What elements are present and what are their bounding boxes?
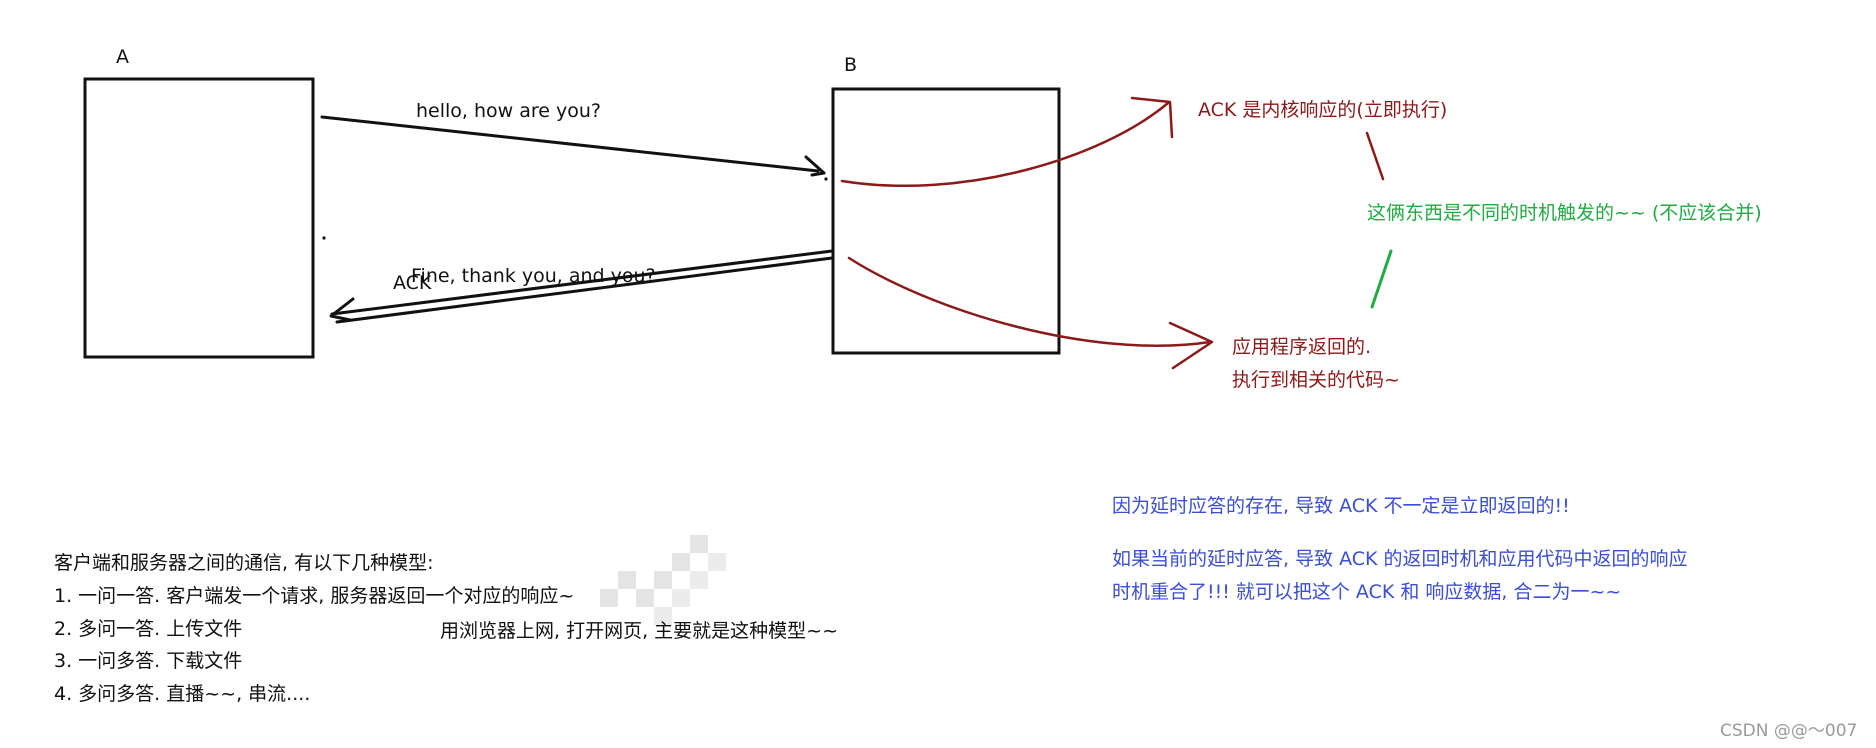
- hello-message: hello, how are you?: [416, 100, 601, 122]
- dot-mark: [824, 177, 828, 181]
- node-b-label: B: [844, 54, 858, 76]
- ack-message: ACK: [393, 272, 432, 294]
- models-item-1: 1. 一问一答. 客户端发一个请求, 服务器返回一个对应的响应~: [54, 585, 575, 607]
- dot-mark: [322, 236, 326, 240]
- fine-arrow-line: [330, 249, 834, 316]
- ack-kernel-curve: [840, 101, 1170, 188]
- app-return-curve: [847, 256, 1212, 347]
- node-a-label: A: [116, 46, 129, 68]
- green-connector-stroke: [1370, 249, 1393, 309]
- return-arrowhead: [329, 297, 355, 322]
- box-a: [83, 77, 315, 359]
- checker-artifact: [600, 535, 726, 625]
- different-triggers-note: 这俩东西是不同的时机触发的~~ (不应该合并): [1367, 202, 1762, 224]
- delayed-ack-line2: 如果当前的延时应答, 导致 ACK 的返回时机和应用代码中返回的响应: [1112, 548, 1688, 570]
- models-item-2: 2. 多问一答. 上传文件: [54, 618, 243, 640]
- box-b: [831, 87, 1061, 355]
- models-item-3: 3. 一问多答. 下载文件: [54, 650, 243, 672]
- csdn-watermark: CSDN @@～007: [1720, 721, 1858, 741]
- delayed-ack-line3: 时机重合了!!! 就可以把这个 ACK 和 响应数据, 合二为一~~: [1112, 581, 1622, 603]
- app-return-arrowhead: [1168, 321, 1214, 370]
- hello-arrow-line: [320, 115, 820, 173]
- delayed-ack-line1: 因为延时应答的存在, 导致 ACK 不一定是立即返回的!!: [1112, 495, 1570, 517]
- models-intro: 客户端和服务器之间的通信, 有以下几种模型:: [54, 552, 434, 574]
- ack-kernel-note: ACK 是内核响应的(立即执行): [1198, 99, 1448, 121]
- app-return-note-line1: 应用程序返回的.: [1232, 336, 1372, 358]
- app-return-note-line2: 执行到相关的代码~: [1232, 369, 1400, 391]
- ack-kernel-arrowhead: [1130, 96, 1174, 139]
- hello-arrowhead: [804, 155, 826, 177]
- browser-model-note: 用浏览器上网, 打开网页, 主要就是这种模型~~: [440, 620, 838, 642]
- ack-arrow-line: [335, 256, 834, 324]
- models-item-4: 4. 多问多答. 直播~~, 串流....: [54, 683, 311, 705]
- fine-message: Fine, thank you, and you?: [411, 265, 656, 287]
- red-connector-stroke: [1365, 131, 1385, 181]
